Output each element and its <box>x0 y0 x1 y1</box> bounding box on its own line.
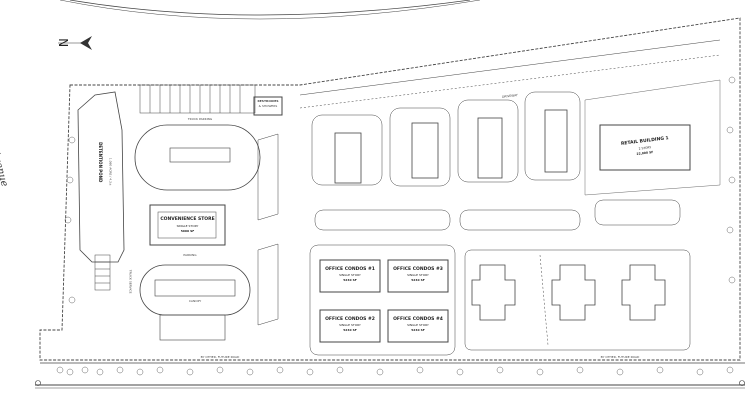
restrooms-building <box>253 96 283 116</box>
north-arrow-icon <box>58 36 92 50</box>
office-condo-2-sub: SINGLE STORY <box>339 323 361 327</box>
residential-clusters <box>471 264 666 321</box>
restrooms-sub: & SHOWERS <box>258 104 278 108</box>
truck-parking-stalls <box>139 84 256 114</box>
canopy-label: CANOPY <box>188 299 202 303</box>
office-condo-1-sub: SINGLE STORY <box>339 273 361 277</box>
center-buildings-top <box>334 109 568 184</box>
office-condo-1-size: 5240 SF <box>343 278 357 282</box>
site-boundary <box>39 17 741 361</box>
detention-pond <box>77 91 125 263</box>
office-condo-3-name: OFFICE CONDOS #3 <box>393 267 443 272</box>
north-letter: N <box>56 38 71 48</box>
truck-service-label: TRUCK SERVICE <box>128 269 133 294</box>
office-condo-1-name: OFFICE CONDOS #1 <box>325 267 375 272</box>
office-condo-2-name: OFFICE CONDOS #2 <box>325 317 375 322</box>
truck-canopy-island <box>134 124 261 191</box>
bottom-road-label-right: BY OTHER, FUTURE ROAD <box>600 355 640 359</box>
landscape-trees <box>56 76 736 376</box>
survey-point-2 <box>739 380 745 386</box>
truck-parking-label: TRUCK PARKING <box>187 117 213 121</box>
office-condo-4-sub: SINGLE STORY <box>407 323 429 327</box>
top-road-edge <box>69 0 471 16</box>
office-condo-2-size: 5240 SF <box>343 328 357 332</box>
diagonal-parking-left <box>257 133 279 326</box>
parking-label: PARKING <box>183 253 197 257</box>
car-canopy-island <box>139 264 251 316</box>
retail-building <box>599 124 691 171</box>
detention-pond-label: DETENTION POND <box>98 142 104 183</box>
detention-pond-detail: 1,080 ACRE / 4.2± <box>108 157 113 186</box>
parking-islands-top <box>311 91 581 187</box>
office-condo-4-size: 5240 SF <box>411 328 425 332</box>
office-condo-3-sub: SINGLE STORY <box>407 273 429 277</box>
office-condo-4-name: OFFICE CONDOS #4 <box>393 317 443 322</box>
restrooms-label: RESTROOMS <box>257 99 279 103</box>
north-driveway <box>299 39 721 96</box>
convenience-store-size: 5000 SF <box>180 229 195 233</box>
survey-point <box>35 380 41 386</box>
office-condo-3-size: 5240 SF <box>411 278 425 282</box>
truck-service-stalls <box>94 254 111 291</box>
bottom-road-label: BY OTHER, FUTURE ROAD <box>200 355 240 359</box>
top-road-edge-2 <box>59 0 481 20</box>
convenience-store-label: CONVENIENCE STORE <box>160 217 215 222</box>
convenience-store-building <box>149 204 226 246</box>
middle-parking-row <box>314 199 681 231</box>
office-condo-blocks <box>319 259 449 343</box>
convenience-store-sub: SINGLE STORY <box>176 224 199 228</box>
